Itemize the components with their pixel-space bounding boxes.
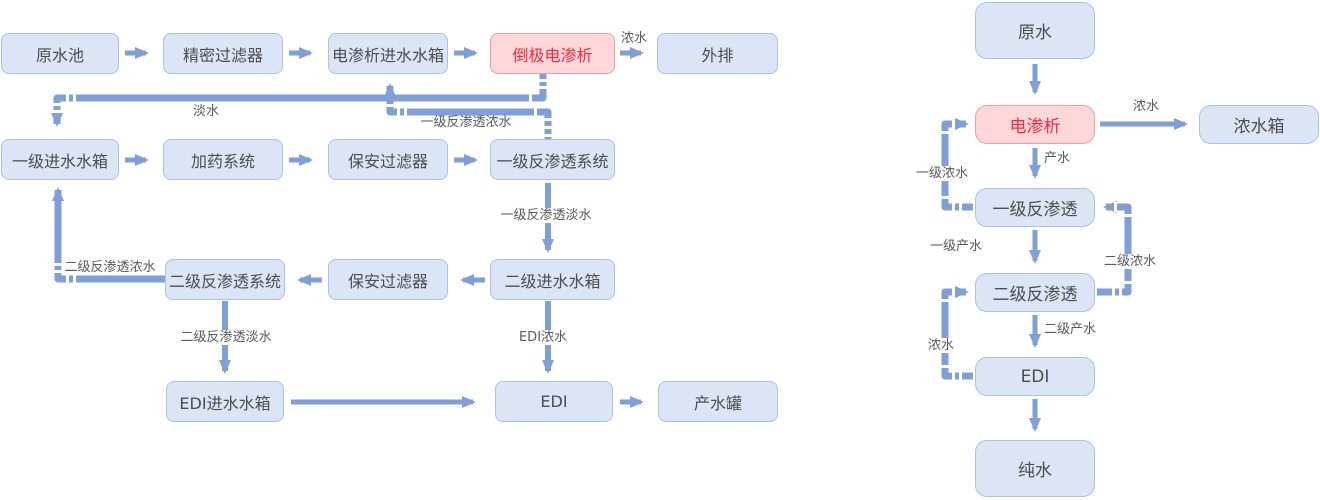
edge-label-edi-concentrate: EDI浓水: [515, 330, 571, 345]
edge-label-concentrate-out: 浓水: [620, 31, 648, 46]
edge-right-edi-concentrate-pipe: [941, 286, 973, 380]
edge-label-right-ro1-product: 一级产水: [929, 239, 983, 254]
node-security-filter-1: 保安过滤器: [328, 139, 448, 180]
edge-label-ro2-permeate: 二级反渗透淡水: [177, 330, 275, 345]
node-ro1-system: 一级反渗透系统: [490, 139, 615, 180]
node-stage2-feed-tank: 二级进水水箱: [490, 259, 615, 300]
node-dosing-system: 加药系统: [163, 139, 283, 180]
edge-label-fresh-water: 淡水: [192, 104, 220, 119]
node-outfall: 外排: [657, 33, 778, 74]
edge-label-right-product: 产水: [1044, 151, 1071, 166]
edge-label-right-edi-concentrate: 浓水: [924, 338, 958, 353]
edge-label-right-ro2-product: 二级产水: [1044, 322, 1097, 337]
edge-right-ro2-concentrate-pipe: [1097, 201, 1132, 296]
node-right-concentrate-tank: 浓水箱: [1199, 105, 1319, 144]
node-right-ed: 电渗析: [975, 105, 1095, 144]
node-right-ro2: 二级反渗透: [975, 273, 1095, 312]
edge-label-right-ro2-concentrate: 二级浓水: [1100, 254, 1160, 269]
node-right-ro1: 一级反渗透: [975, 188, 1095, 227]
node-edi-feed-tank: EDI进水水箱: [166, 381, 284, 422]
edge-ro2-concentrate-pipe: [52, 187, 165, 283]
node-ed-feed-tank: 电渗析进水水箱: [328, 33, 448, 74]
node-right-edi: EDI: [975, 357, 1095, 396]
pipe-dash-gaps: [52, 79, 1133, 381]
node-ro2-system: 二级反渗透系统: [165, 259, 285, 300]
edge-label-right-concentrate: 浓水: [1132, 99, 1160, 114]
edge-label-ro2-concentrate: 二级反渗透浓水: [64, 260, 156, 275]
node-edi: EDI: [495, 381, 613, 422]
node-edr: 倒极电渗析: [490, 33, 615, 74]
edge-label-right-ro1-concentrate: 一级浓水: [912, 166, 972, 181]
node-raw-water-pool: 原水池: [1, 33, 119, 74]
node-right-pure-water: 纯水: [975, 440, 1095, 497]
node-precision-filter: 精密过滤器: [163, 33, 283, 74]
node-product-tank: 产水罐: [658, 381, 778, 422]
edge-label-ro1-concentrate: 一级反渗透浓水: [420, 115, 512, 130]
node-security-filter-2: 保安过滤器: [328, 259, 448, 300]
node-right-raw-water: 原水: [975, 2, 1095, 59]
node-stage1-feed-tank: 一级进水水箱: [1, 139, 119, 180]
edge-label-ro1-permeate: 一级反渗透淡水: [497, 208, 595, 223]
edge-ro1-concentrate-pipe: [384, 83, 552, 140]
